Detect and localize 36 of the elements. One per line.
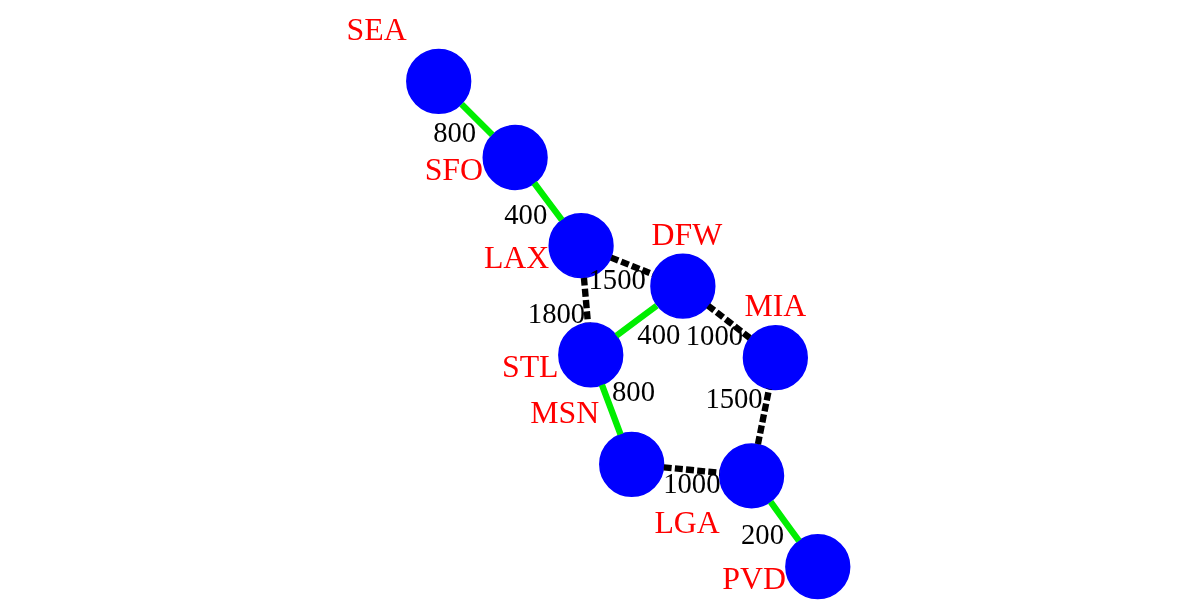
node-label: LGA xyxy=(654,505,720,541)
connector xyxy=(663,464,721,476)
connector xyxy=(598,383,624,436)
node-label: STL xyxy=(501,349,559,385)
edge-label: 1500 xyxy=(588,262,646,295)
edge-label: 1000 xyxy=(685,318,744,351)
edge-label: 200 xyxy=(741,518,785,551)
connector xyxy=(614,303,659,339)
node-circle xyxy=(482,124,548,191)
connector xyxy=(531,181,565,222)
connector xyxy=(768,500,802,543)
node-label: LAX xyxy=(483,239,550,275)
connector xyxy=(754,388,773,445)
connector xyxy=(609,254,654,278)
edge-label: 400 xyxy=(504,198,548,231)
edge-label: 800 xyxy=(433,116,477,149)
edge-label: 1800 xyxy=(527,297,586,330)
edge-label: 800 xyxy=(612,374,655,407)
node-label: PVD xyxy=(722,561,786,596)
edge-label: 400 xyxy=(637,317,681,350)
node-circle xyxy=(650,253,716,319)
node-label: MSN xyxy=(530,394,600,430)
connector xyxy=(706,303,753,341)
node-label: SFO xyxy=(424,151,484,187)
node-circle xyxy=(742,325,808,391)
edge-label: 1500 xyxy=(705,381,763,414)
edge-label: 1000 xyxy=(663,466,721,499)
node-circle xyxy=(718,443,785,509)
node-circle xyxy=(599,431,665,497)
node-circle xyxy=(785,534,851,600)
node-circle xyxy=(406,48,472,114)
connector xyxy=(580,277,592,323)
node-label: DFW xyxy=(651,216,723,252)
node-label: SEA xyxy=(346,11,407,47)
node-label: MIA xyxy=(744,288,807,324)
connector xyxy=(459,101,495,137)
